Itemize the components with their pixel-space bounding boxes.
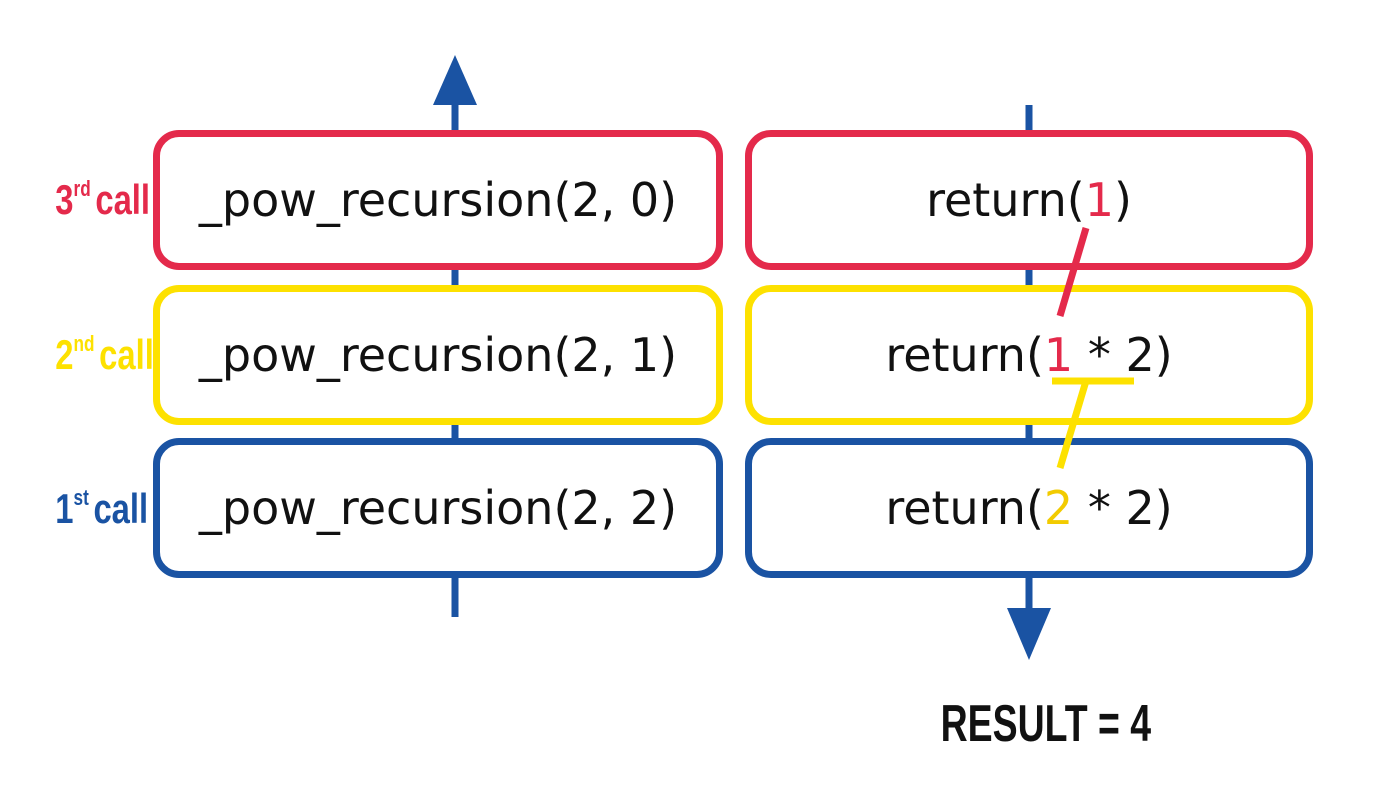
first-return-expression: return(2 * 2) — [885, 481, 1173, 535]
third-return-value: 1 — [1084, 173, 1114, 227]
second-call-box: _pow_recursion(2, 1) — [153, 285, 723, 425]
third-return-box: return(1) — [745, 130, 1313, 270]
first-call-box: _pow_recursion(2, 2) — [153, 438, 723, 578]
second-return-expression: return(1 * 2) — [885, 328, 1173, 382]
third-return-expression: return(1) — [926, 173, 1132, 227]
first-return-box: return(2 * 2) — [745, 438, 1313, 578]
result-label: RESULT = 4 — [940, 695, 1152, 753]
first-return-value: 2 — [1043, 481, 1074, 535]
second-return-value: 1 — [1043, 328, 1074, 382]
second-call-expression: _pow_recursion(2, 1) — [198, 328, 678, 382]
call-stack-arrow-head-icon — [433, 55, 477, 105]
return-arrow-head-icon — [1007, 608, 1051, 660]
first-call-expression: _pow_recursion(2, 2) — [198, 481, 678, 535]
third-call-box: _pow_recursion(2, 0) — [153, 130, 723, 270]
second-return-box: return(1 * 2) — [745, 285, 1313, 425]
third-call-expression: _pow_recursion(2, 0) — [198, 173, 678, 227]
